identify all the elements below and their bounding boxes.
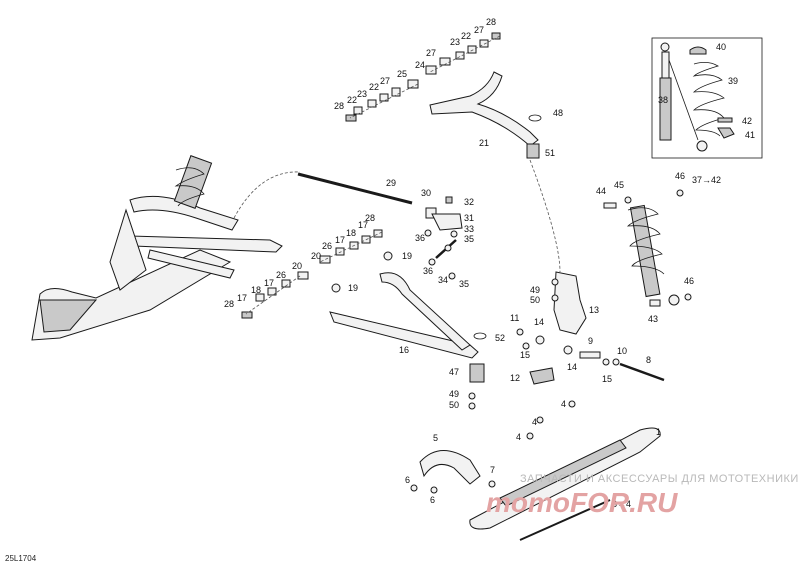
callout-c28c: 28 xyxy=(365,213,375,223)
callout-c17b: 17 xyxy=(335,235,345,245)
callout-c6b: 6 xyxy=(430,495,435,505)
watermark-tagline: ЗАПЧАСТИ И АКСЕССУАРЫ ДЛЯ МОТОТЕХНИКИ xyxy=(520,473,799,485)
callout-c35a: 35 xyxy=(464,234,474,244)
callout-c34: 34 xyxy=(438,275,448,285)
diagram-reference-code: 25L1704 xyxy=(5,554,37,563)
callout-c26b: 26 xyxy=(276,270,286,280)
callout-c39: 39 xyxy=(728,76,738,86)
callout-c36a: 36 xyxy=(415,233,425,243)
callout-c20b: 20 xyxy=(292,261,302,271)
spindle xyxy=(468,271,665,410)
callout-c48: 48 xyxy=(553,108,563,118)
callout-c29: 29 xyxy=(386,178,396,188)
callout-c15a: 15 xyxy=(520,350,530,360)
callout-c22b: 22 xyxy=(369,82,379,92)
callout-c22a: 22 xyxy=(461,31,471,41)
callout-c27c: 27 xyxy=(380,76,390,86)
callout-c41: 41 xyxy=(745,130,755,140)
callout-c30: 30 xyxy=(421,188,431,198)
callout-c17c: 17 xyxy=(264,278,274,288)
callout-c4c: 4 xyxy=(516,432,521,442)
shock-absorber-detail xyxy=(659,42,735,152)
callout-c10: 10 xyxy=(617,346,627,356)
callout-c37: 37→42 xyxy=(692,175,721,185)
callout-c17d: 17 xyxy=(237,293,247,303)
callout-c27b: 27 xyxy=(426,48,436,58)
callout-c31: 31 xyxy=(464,213,474,223)
upper-bushing-rows xyxy=(345,32,501,122)
callout-c26a: 26 xyxy=(322,241,332,251)
callout-c46b: 46 xyxy=(684,276,694,286)
callout-c28d: 28 xyxy=(224,299,234,309)
callout-c7: 7 xyxy=(490,465,495,475)
callout-c3: 3→4 xyxy=(612,499,631,509)
callout-c47: 47 xyxy=(449,367,459,377)
callout-c52: 52 xyxy=(495,333,505,343)
callout-c4b: 4 xyxy=(532,417,537,427)
assembled-suspension-view xyxy=(31,155,283,341)
callout-c49a: 49 xyxy=(530,285,540,295)
callout-c38: 38 xyxy=(658,95,668,105)
callout-c28a: 28 xyxy=(486,17,496,27)
callout-c43: 43 xyxy=(648,314,658,324)
callout-c50a: 50 xyxy=(530,295,540,305)
callout-c8: 8 xyxy=(646,355,651,365)
callout-c13: 13 xyxy=(589,305,599,315)
callout-c18b: 18 xyxy=(251,285,261,295)
ski xyxy=(410,400,661,541)
callout-c35b: 35 xyxy=(459,279,469,289)
callout-c46a: 46 xyxy=(675,171,685,181)
callout-c49b: 49 xyxy=(449,389,459,399)
callout-c5: 5 xyxy=(433,433,438,443)
callout-c17a: 17 xyxy=(358,220,368,230)
callout-c33: 33 xyxy=(464,224,474,234)
callout-c50b: 50 xyxy=(449,400,459,410)
callout-c24: 24 xyxy=(415,60,425,70)
callout-c21: 21 xyxy=(479,138,489,148)
callout-c25: 25 xyxy=(397,69,407,79)
callout-c15b: 15 xyxy=(602,374,612,384)
callout-c19b: 19 xyxy=(348,283,358,293)
callout-c44: 44 xyxy=(596,186,606,196)
callout-c1: 1 xyxy=(656,427,661,437)
callout-c6a: 6 xyxy=(405,475,410,485)
callout-c22c: 22 xyxy=(347,95,357,105)
callout-c16: 16 xyxy=(399,345,409,355)
callout-c19a: 19 xyxy=(402,251,412,261)
callout-labels: 403938424137→424645444643282722232724252… xyxy=(224,17,755,509)
callout-c45: 45 xyxy=(614,180,624,190)
callout-c9: 9 xyxy=(588,336,593,346)
watermark-brand: moтoFOR.RU xyxy=(486,487,678,518)
callout-c11: 11 xyxy=(510,313,519,323)
callout-c20a: 20 xyxy=(311,251,321,261)
lower-a-arm xyxy=(329,251,487,383)
shock-absorber-assembly xyxy=(603,189,692,307)
callout-c12: 12 xyxy=(510,373,520,383)
callout-c42a: 42 xyxy=(742,116,752,126)
sway-bar-link-parts xyxy=(424,196,463,280)
callout-c28b: 28 xyxy=(334,101,344,111)
upper-a-arm xyxy=(429,71,542,159)
callout-c4a: 4 xyxy=(561,399,566,409)
callout-c23b: 23 xyxy=(357,89,367,99)
lower-bushing-rows xyxy=(241,229,383,319)
callout-c18a: 18 xyxy=(346,228,356,238)
callout-c14b: 14 xyxy=(567,362,577,372)
callout-c23a: 23 xyxy=(450,37,460,47)
sway-bar xyxy=(297,172,413,205)
callout-c27a: 27 xyxy=(474,25,484,35)
callout-c40: 40 xyxy=(716,42,726,52)
callout-c14a: 14 xyxy=(534,317,544,327)
callout-c51: 51 xyxy=(545,148,555,158)
callout-c36b: 36 xyxy=(423,266,433,276)
shock-detail-frame xyxy=(651,37,763,159)
callout-c32: 32 xyxy=(464,197,474,207)
